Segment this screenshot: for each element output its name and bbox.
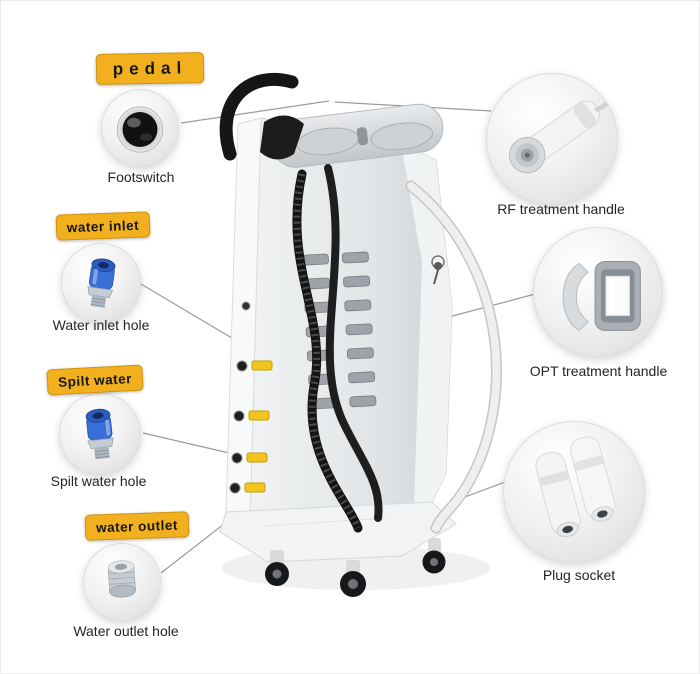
caption-footswitch: Footswitch xyxy=(107,169,175,185)
front-ports xyxy=(229,301,273,494)
tag-water-inlet-label: water inlet xyxy=(66,217,140,235)
caster-wheel xyxy=(340,560,366,597)
cable-black-1 xyxy=(292,169,363,533)
machine-top-head xyxy=(271,103,444,168)
water-outlet-photo xyxy=(83,543,161,621)
caption-rf-handle: RF treatment handle xyxy=(497,201,625,217)
tag-pedal: pedal xyxy=(95,52,205,85)
tag-water-inlet: water inlet xyxy=(55,211,151,241)
caption-water-outlet: Water outlet hole xyxy=(73,623,179,639)
machine-body xyxy=(225,117,453,533)
plug-socket-photo xyxy=(503,421,645,563)
cable-black-2 xyxy=(324,164,383,522)
footswitch-photo xyxy=(101,89,179,167)
caster-wheel xyxy=(422,538,446,574)
spilt-water-photo xyxy=(59,393,141,475)
rf-handle-photo xyxy=(486,73,618,205)
tag-pedal-label: pedal xyxy=(112,57,188,79)
caption-spilt-water: Spilt water hole xyxy=(50,473,147,489)
caster-wheel xyxy=(265,550,289,586)
tag-spilt-water: Spilt water xyxy=(46,364,144,396)
cable-white xyxy=(405,180,502,534)
tag-water-outlet-label: water outlet xyxy=(95,517,179,535)
opt-handle-photo xyxy=(533,227,663,357)
machine-illustration xyxy=(219,72,502,597)
caption-plug-socket: Plug socket xyxy=(542,567,616,583)
tag-water-outlet: water outlet xyxy=(84,511,190,541)
docked-handle xyxy=(219,72,304,161)
water-inlet-photo xyxy=(61,243,141,323)
machine-port-sticker xyxy=(246,452,268,463)
machine-base xyxy=(219,501,457,563)
machine-port-sticker xyxy=(248,410,270,421)
caption-water-inlet: Water inlet hole xyxy=(52,317,150,333)
key-with-fob xyxy=(431,255,445,285)
line-footswitch xyxy=(180,100,330,124)
tag-spilt-water-label: Spilt water xyxy=(57,370,133,390)
machine-port-sticker xyxy=(244,482,266,493)
caption-opt-handle: OPT treatment handle xyxy=(529,363,668,379)
machine-port-sticker xyxy=(251,360,273,371)
